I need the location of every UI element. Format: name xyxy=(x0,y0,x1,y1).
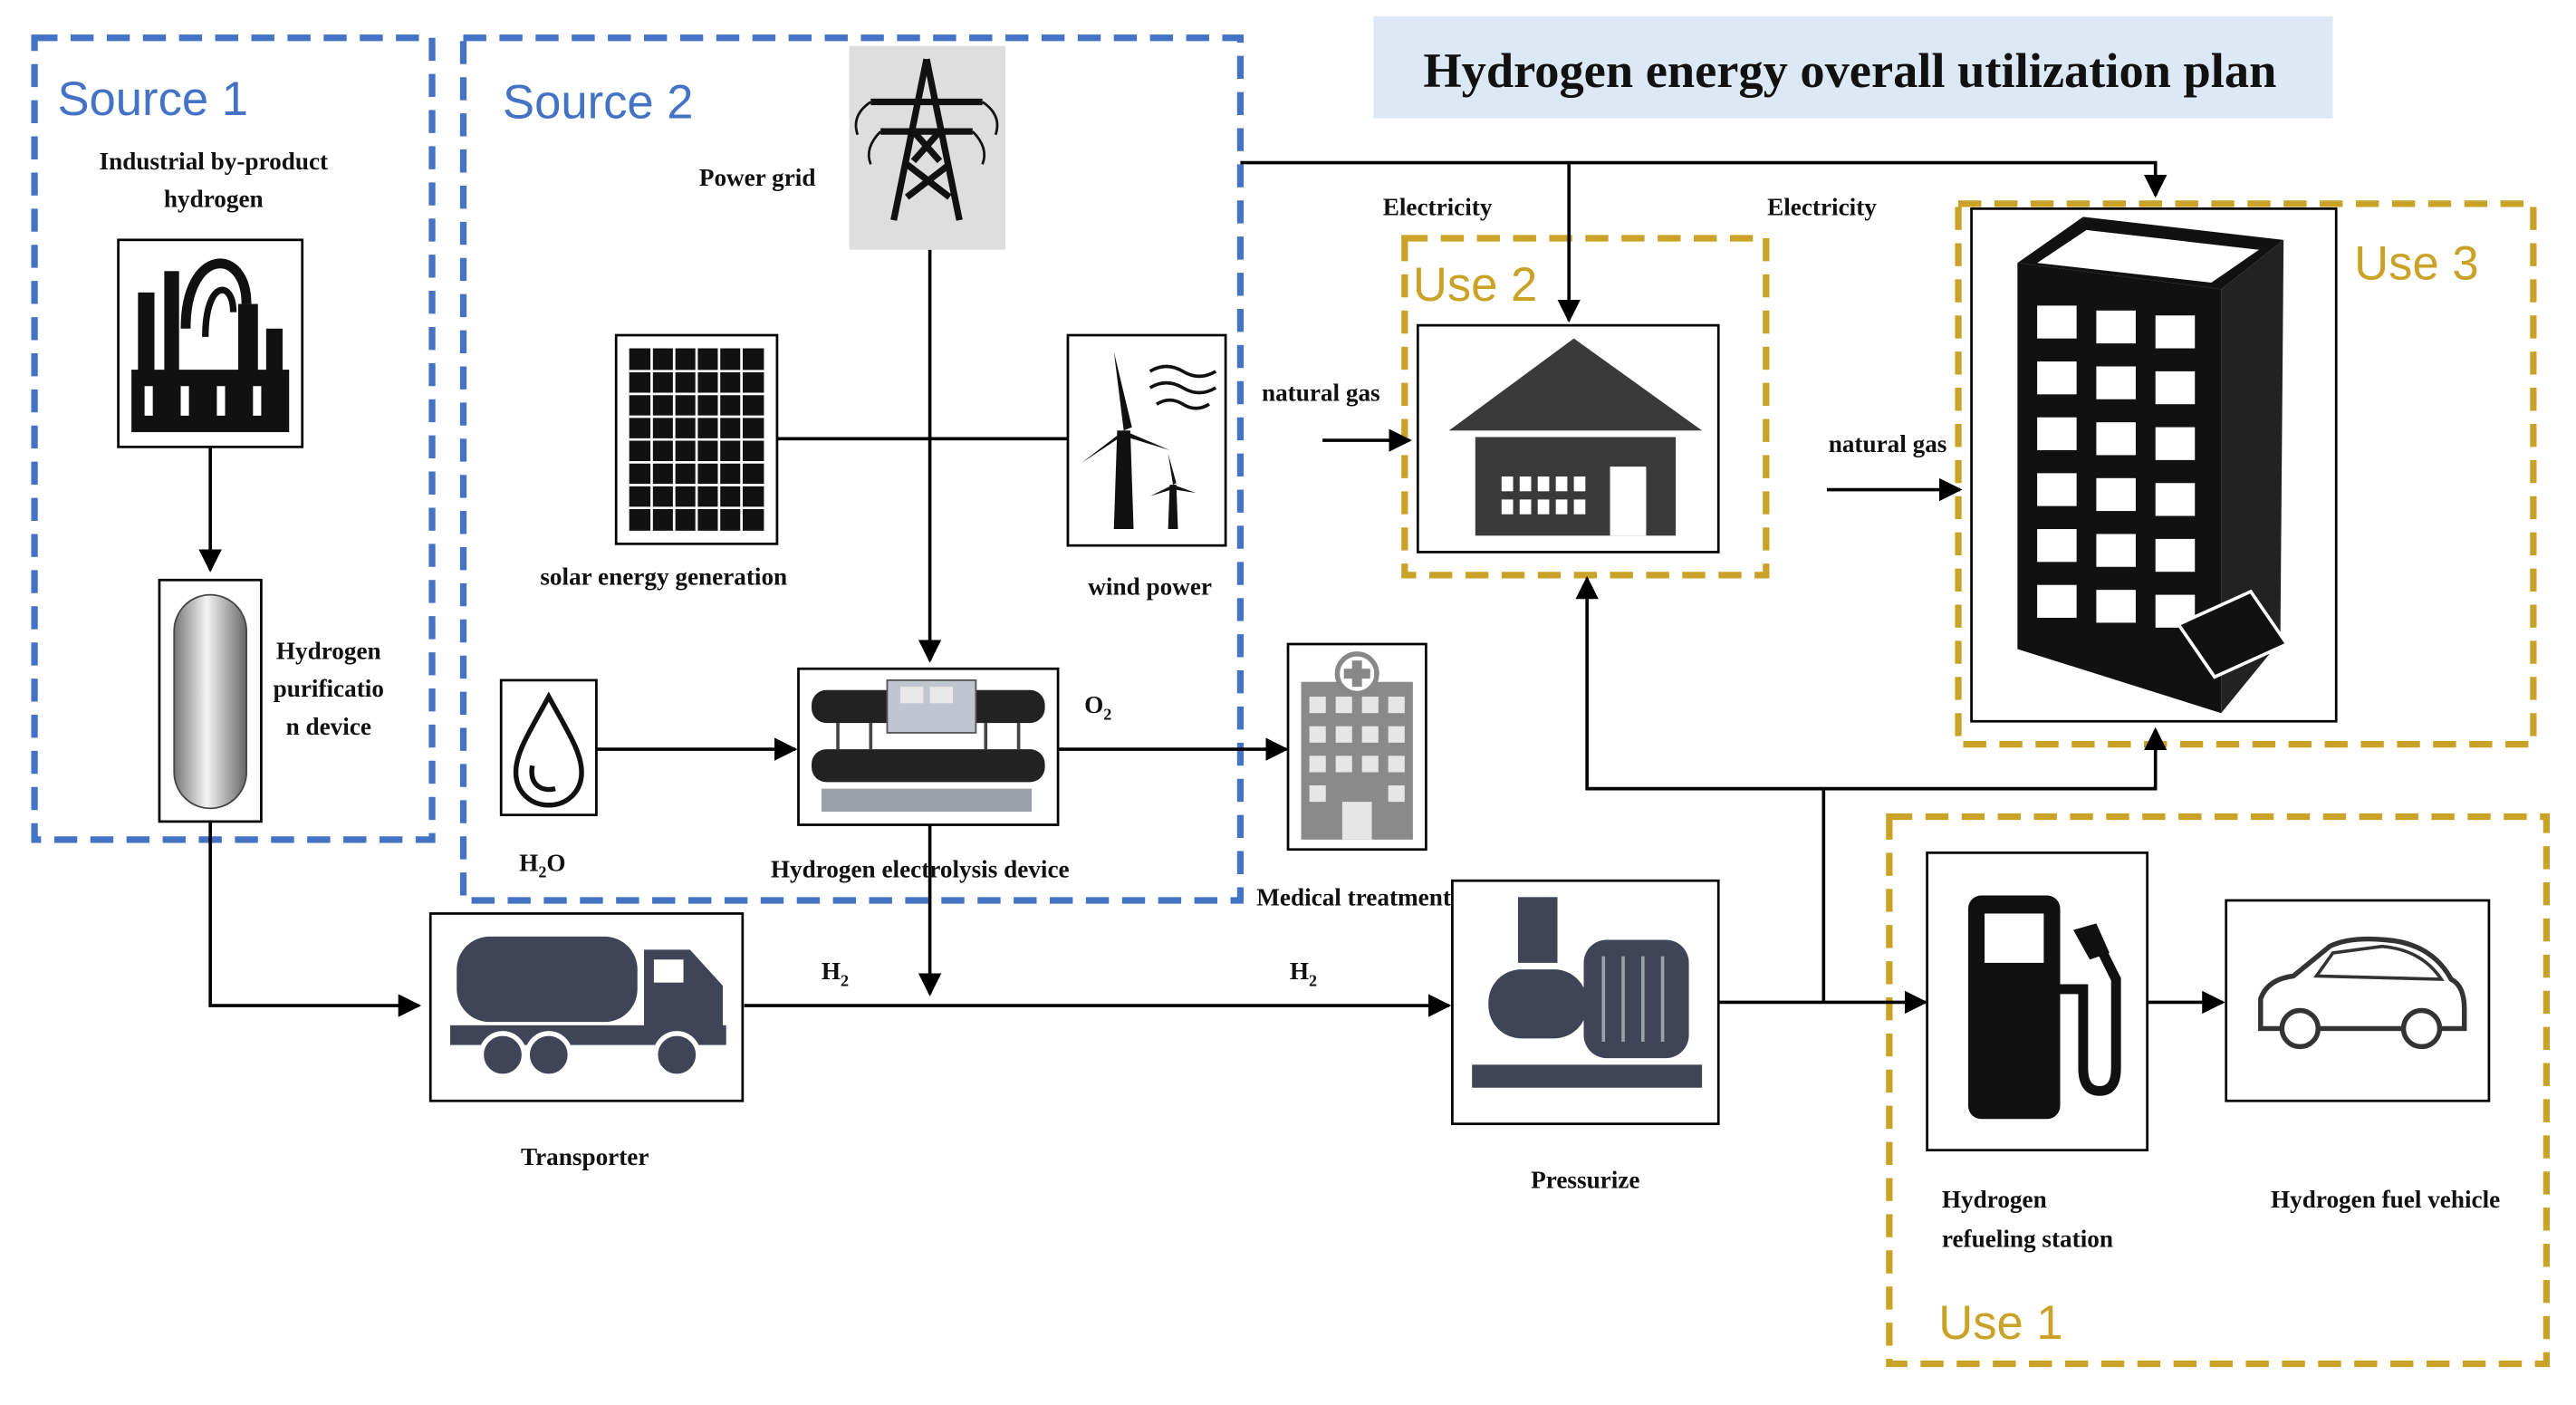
natural-gas-label-2: natural gas xyxy=(1829,430,1947,457)
power-grid-label: Power grid xyxy=(699,164,816,191)
hydrogen-tank-icon xyxy=(158,578,263,823)
source2-label: Source 2 xyxy=(503,76,694,130)
tanker-truck-icon xyxy=(428,912,745,1102)
electricity-label-2: Electricity xyxy=(1767,194,1877,221)
industrial-hydrogen-label-line2: hydrogen xyxy=(164,186,264,213)
use1-box xyxy=(1886,813,2551,1368)
solar-panel-icon xyxy=(614,333,779,545)
use3-label: Use 3 xyxy=(2354,236,2478,290)
water-drop-icon xyxy=(499,678,598,817)
h2-label-right: H2 xyxy=(1290,958,1317,989)
o2-label: O2 xyxy=(1084,691,1111,723)
h2-label-left: H2 xyxy=(822,958,849,989)
electricity-label-1: Electricity xyxy=(1383,194,1493,221)
wind-label: wind power xyxy=(1088,573,1212,601)
medical-label: Medical treatment xyxy=(1256,883,1451,910)
purification-label-line2: purificatio xyxy=(274,675,384,702)
use2-label: Use 2 xyxy=(1413,258,1537,312)
compressor-pump-icon xyxy=(1451,879,1720,1125)
pressurize-label: Pressurize xyxy=(1531,1166,1639,1193)
vehicle-label: Hydrogen fuel vehicle xyxy=(2271,1186,2500,1213)
source2-box xyxy=(459,34,1245,904)
station-label-line2: refueling station xyxy=(1942,1226,2113,1253)
house-icon xyxy=(1416,323,1720,553)
electrolysis-label: Hydrogen electrolysis device xyxy=(771,856,1070,883)
transporter-label: Transporter xyxy=(521,1143,649,1170)
wind-turbine-icon xyxy=(1066,333,1227,547)
office-building-icon xyxy=(1970,207,2338,723)
purification-label-line1: Hydrogen xyxy=(276,637,381,664)
h2o-label: H2O xyxy=(519,849,565,881)
use3-box xyxy=(1955,200,2537,748)
fuel-pump-icon xyxy=(1926,852,2148,1152)
industrial-hydrogen-label: Industrial by-product xyxy=(100,148,329,175)
arrow-purification-to-transporter xyxy=(208,821,422,1017)
source1-box xyxy=(31,34,436,843)
use2-box xyxy=(1401,235,1770,579)
electrolyzer-icon xyxy=(797,667,1060,826)
arrow-hydrogen-to-house xyxy=(1575,575,1824,791)
use1-label: Use 1 xyxy=(1938,1296,2062,1350)
station-label-line1: Hydrogen xyxy=(1942,1186,2047,1213)
factory-icon xyxy=(117,238,304,448)
source1-label: Source 1 xyxy=(57,72,248,126)
purification-label-line3: n device xyxy=(286,713,371,740)
diagram-title: Hydrogen energy overall utilization plan xyxy=(1423,43,2276,98)
power-tower-icon xyxy=(849,45,1006,250)
hospital-icon xyxy=(1286,642,1427,852)
arrow-electricity-to-building xyxy=(1240,160,2167,198)
title-background xyxy=(1373,16,2333,119)
car-icon xyxy=(2225,899,2491,1102)
arrow-hydrogen-to-building xyxy=(1823,727,2167,791)
solar-label: solar energy generation xyxy=(540,563,787,591)
natural-gas-label-1: natural gas xyxy=(1262,380,1380,407)
